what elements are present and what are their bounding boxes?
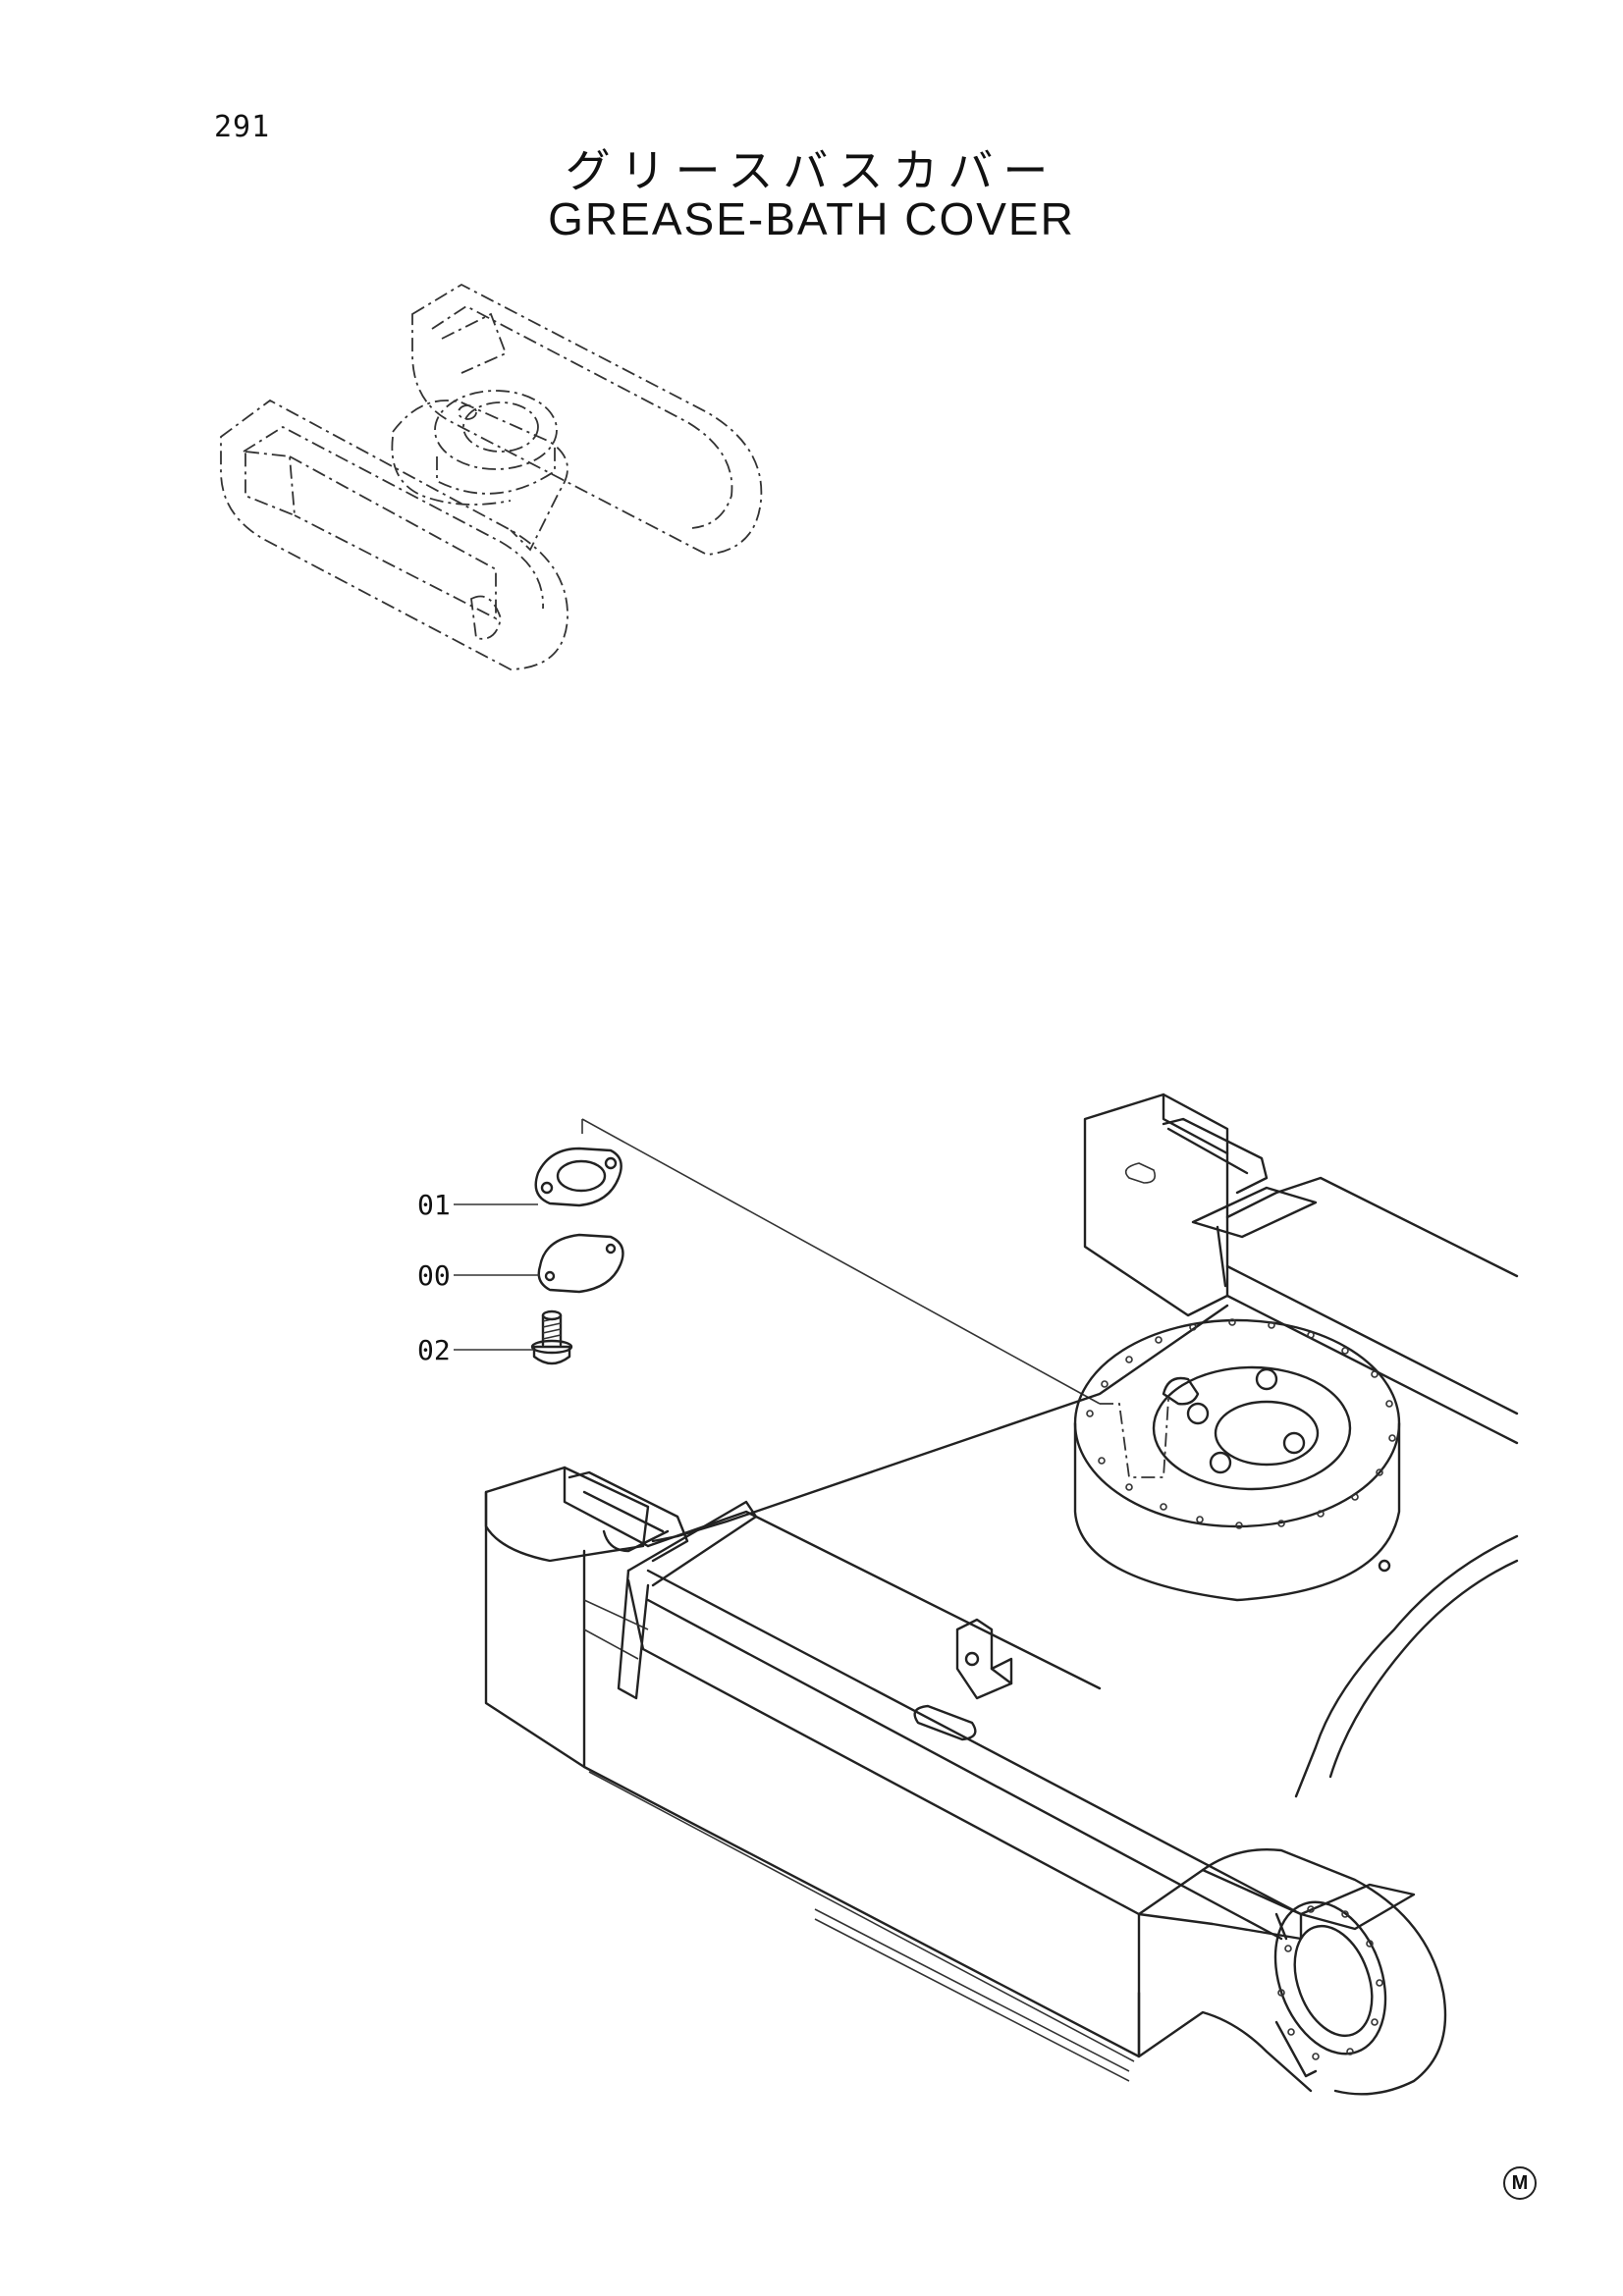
callout-00: 00	[417, 1259, 451, 1292]
gasket-01-shape	[534, 1147, 622, 1207]
front-idler-end	[1137, 1848, 1447, 2096]
callout-01: 01	[417, 1189, 451, 1221]
overview-center-frame	[391, 390, 568, 552]
frame-near-side-member	[484, 1466, 1303, 2082]
bolt-02-shape	[530, 1309, 573, 1365]
overview-near-track	[220, 399, 568, 670]
title-english: GREASE-BATH COVER	[548, 193, 1075, 244]
callout-02: 02	[417, 1334, 451, 1366]
overview-far-track	[411, 283, 763, 556]
title-japanese: グリースバスカバー	[565, 144, 1058, 197]
page-number: 291	[214, 110, 271, 144]
cover-00-shape	[537, 1233, 624, 1294]
leader-line	[581, 1118, 1101, 1405]
frame-far-side-member	[1083, 1093, 1519, 1445]
manufacturer-mark: M	[1503, 2166, 1537, 2200]
